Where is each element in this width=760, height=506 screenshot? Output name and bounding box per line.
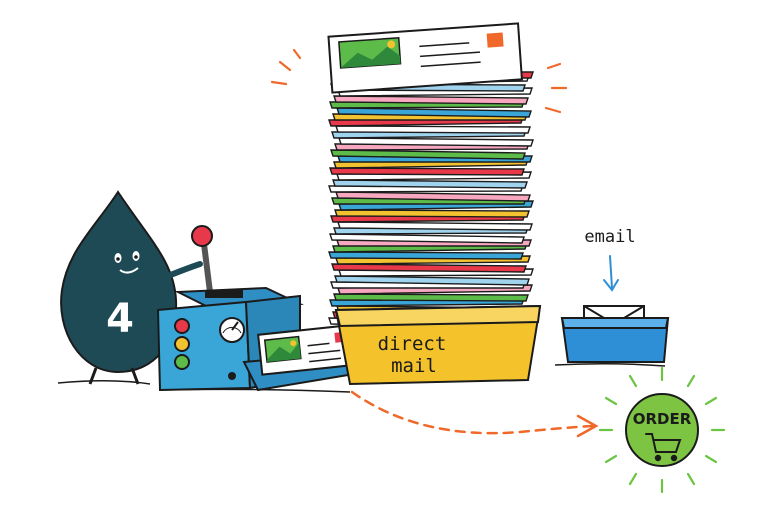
- order-label: ORDER: [633, 410, 692, 428]
- mail-sheet: [334, 209, 530, 218]
- mascot-number: 4: [106, 296, 134, 342]
- mail-sheet: [334, 275, 530, 286]
- yellow-light: [174, 336, 190, 352]
- shopping-cart-icon: [645, 433, 682, 462]
- stack-top-postcard: [327, 22, 523, 94]
- mail-sheet: [338, 137, 534, 147]
- output-postcard: [257, 323, 359, 376]
- mail-sheet: [329, 167, 525, 176]
- mail-sheet: [332, 179, 528, 189]
- tray-label-line1: direct: [378, 333, 447, 355]
- arrow-down-icon: [603, 255, 619, 292]
- red-light: [174, 318, 190, 334]
- mail-sheet: [330, 149, 526, 160]
- tray-label-line2: mail: [391, 355, 437, 377]
- motion-marks: [270, 48, 568, 114]
- email-group: email: [560, 227, 670, 363]
- mail-sheet: [329, 233, 525, 244]
- mail-sheet: [337, 221, 533, 231]
- mail-sheet: [335, 191, 531, 202]
- green-light: [174, 354, 190, 370]
- printing-machine-icon: [156, 225, 368, 392]
- mail-sheet: [335, 125, 531, 134]
- mail-sheet: [333, 293, 529, 302]
- mail-sheet: [336, 107, 532, 118]
- dashed-arrow: [350, 390, 599, 438]
- email-label: email: [584, 227, 635, 247]
- lever-knob: [191, 225, 213, 247]
- direct-mail-tray: direct mail: [334, 304, 542, 386]
- gauge-icon: [219, 317, 245, 343]
- mail-sheet: [333, 95, 529, 105]
- mail-sheet: [328, 251, 524, 260]
- mail-stack: [328, 71, 534, 328]
- order-burst: [598, 366, 726, 494]
- order-badge[interactable]: ORDER: [598, 366, 726, 494]
- mail-sheet: [331, 263, 527, 273]
- ink-drop-mascot-icon: 4: [60, 190, 203, 385]
